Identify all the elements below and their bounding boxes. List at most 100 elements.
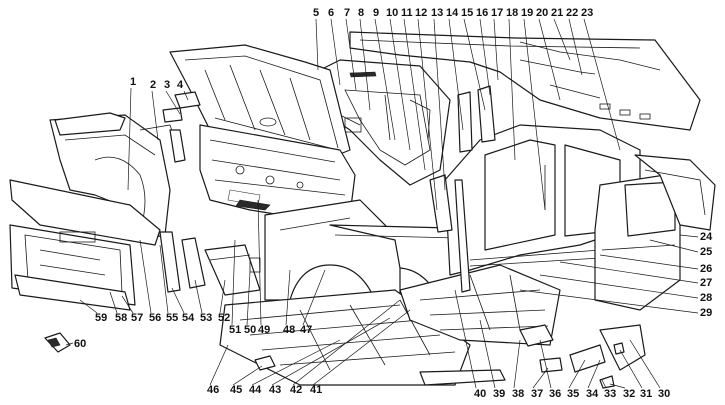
callout-label-15: 15: [461, 7, 473, 19]
callout-label-7: 7: [344, 7, 350, 19]
leader-line-15: [463, 18, 486, 111]
rear-floor-pan: [399, 264, 561, 347]
leader-line-16: [479, 18, 491, 96]
leader-line-11: [403, 18, 426, 171]
callout-label-32: 32: [623, 388, 635, 400]
callout-label-19: 19: [521, 7, 533, 19]
callout-label-42: 42: [290, 384, 302, 396]
callout-label-30: 30: [658, 388, 670, 400]
leader-line-39: [479, 319, 496, 389]
leader-line-30: [629, 339, 661, 389]
front-inner-fender: [49, 112, 176, 241]
callout-label-48: 48: [283, 324, 295, 336]
callout-label-21: 21: [551, 7, 563, 19]
callout-label-44: 44: [249, 384, 262, 396]
callout-label-34: 34: [586, 388, 599, 400]
leader-line-40: [454, 289, 477, 389]
callout-label-14: 14: [446, 7, 459, 19]
callout-label-20: 20: [536, 7, 548, 19]
leader-line-20: [538, 18, 561, 101]
callout-label-58: 58: [115, 312, 127, 324]
leader-line-12: [417, 18, 438, 211]
bracket-parts: [162, 91, 201, 163]
leader-line-47: [302, 269, 326, 326]
leader-line-37: [532, 367, 549, 389]
callout-label-46: 46: [207, 384, 219, 396]
leader-line-29: [519, 289, 699, 314]
callout-label-49: 49: [258, 324, 270, 336]
callout-label-29: 29: [700, 307, 712, 319]
leader-line-46: [209, 344, 229, 386]
rear-quarter-panel: [634, 154, 716, 231]
callout-label-17: 17: [491, 7, 503, 19]
leader-line-43: [271, 317, 391, 386]
leader-line-54: [171, 287, 185, 314]
leader-line-57: [121, 295, 134, 314]
leader-line-8: [359, 18, 371, 111]
leader-line-13: [433, 18, 446, 191]
callout-label-60: 60: [74, 338, 86, 350]
callout-label-22: 22: [566, 7, 578, 19]
callout-label-50: 50: [244, 324, 256, 336]
callout-label-12: 12: [415, 7, 427, 19]
leader-line-49: [257, 199, 262, 326]
callout-label-56: 56: [149, 312, 161, 324]
rear-small-parts: [539, 324, 646, 389]
leader-line-21: [553, 18, 571, 61]
callout-label-51: 51: [229, 324, 241, 336]
leader-line-59: [79, 299, 98, 314]
leader-line-51: [231, 239, 236, 326]
callout-label-54: 54: [182, 312, 195, 324]
callout-label-23: 23: [581, 7, 593, 19]
callout-label-59: 59: [95, 312, 107, 324]
leader-line-28: [539, 274, 699, 299]
callout-label-10: 10: [386, 7, 398, 19]
leader-line-33: [601, 379, 607, 389]
callout-label-4: 4: [177, 79, 184, 91]
callout-label-24: 24: [700, 231, 713, 243]
leader-line-36: [539, 339, 552, 389]
leader-line-44: [251, 339, 341, 386]
callout-label-55: 55: [166, 312, 178, 324]
leader-line-6: [330, 18, 341, 86]
leader-line-17: [493, 18, 499, 81]
callout-label-28: 28: [700, 292, 712, 304]
leader-line-14: [448, 18, 464, 131]
callout-label-40: 40: [474, 388, 486, 400]
callout-label-9: 9: [373, 7, 379, 19]
callout-label-31: 31: [640, 388, 652, 400]
callout-label-25: 25: [700, 246, 712, 258]
side-brackets: [159, 231, 261, 296]
leader-line-26: [599, 254, 699, 270]
leader-line-48: [285, 269, 291, 326]
callout-label-43: 43: [269, 384, 281, 396]
leader-line-4: [183, 90, 189, 101]
callout-label-13: 13: [431, 7, 443, 19]
callout-label-37: 37: [531, 388, 543, 400]
leader-line-52: [219, 279, 226, 314]
leader-line-1: [127, 87, 132, 191]
leader-line-27: [559, 261, 699, 284]
callout-label-53: 53: [200, 312, 212, 324]
leader-line-45: [232, 365, 263, 386]
leader-line-56: [139, 239, 152, 314]
leader-line-32: [609, 383, 626, 389]
leader-line-50: [246, 271, 251, 326]
callout-label-41: 41: [310, 384, 322, 396]
callout-label-57: 57: [131, 312, 143, 324]
callout-label-33: 33: [604, 388, 616, 400]
callout-label-38: 38: [512, 388, 524, 400]
leader-line-41: [312, 309, 411, 386]
rear-door-panel: [594, 174, 681, 311]
leader-line-19: [523, 18, 546, 211]
leader-line-7: [345, 18, 357, 91]
callout-label-47: 47: [300, 324, 312, 336]
callout-label-26: 26: [700, 263, 712, 275]
roof-panel: [349, 31, 701, 131]
leader-line-53: [194, 279, 203, 314]
leader-line-9: [374, 18, 396, 141]
callout-label-16: 16: [476, 7, 488, 19]
leader-line-3: [165, 90, 181, 115]
